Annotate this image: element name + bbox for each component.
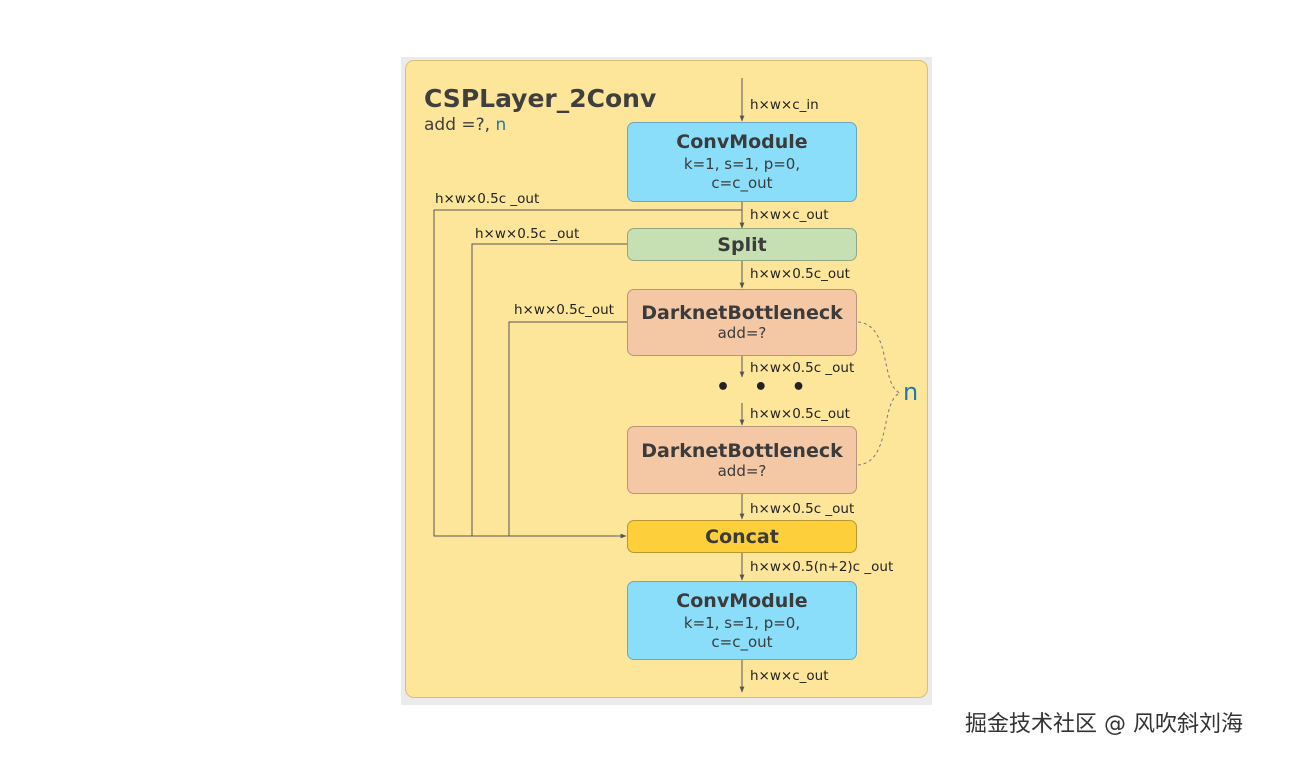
wire-skip-conv	[433, 209, 742, 539]
conv-module-channels: c=c_out	[711, 632, 773, 651]
conv-module-params: k=1, s=1, p=0,	[683, 613, 801, 632]
label-after-conv1: h×w×c_out	[750, 207, 829, 223]
bottleneck-name: DarknetBottleneck	[641, 302, 843, 324]
concat-name: Concat	[705, 525, 779, 548]
subtitle-add: add =?,	[424, 115, 491, 135]
label-output: h×w×c_out	[750, 668, 829, 684]
repeat-count-label: n	[903, 378, 919, 406]
label-skip-conv: h×w×0.5c _out	[435, 191, 540, 207]
diagram-subtitle: add =?, n	[424, 115, 506, 135]
conv-module-channels: c=c_out	[711, 174, 773, 192]
bottleneck-param: add=?	[717, 324, 767, 342]
darknet-bottleneck-block-2: DarknetBottleneck add=?	[627, 426, 857, 494]
bottleneck-param: add=?	[717, 461, 767, 480]
label-after-bottleneck1: h×w×0.5c _out	[750, 360, 855, 376]
wire-skip-bottleneck	[508, 321, 627, 536]
label-after-concat: h×w×0.5(n+2)c _out	[750, 559, 894, 575]
label-input: h×w×c_in	[750, 97, 819, 113]
subtitle-n: n	[495, 115, 507, 135]
label-after-bottleneck2: h×w×0.5c _out	[750, 501, 855, 517]
split-name: Split	[717, 233, 767, 256]
darknet-bottleneck-block-1: DarknetBottleneck add=?	[627, 289, 857, 356]
repeat-ellipsis: • • •	[716, 375, 814, 400]
bottleneck-name: DarknetBottleneck	[641, 439, 843, 462]
label-after-split: h×w×0.5c_out	[750, 266, 850, 282]
watermark: 掘金技术社区 @ 风吹斜刘海	[965, 712, 1243, 737]
wire-skip-split	[471, 243, 627, 536]
split-block: Split	[627, 228, 857, 261]
concat-block: Concat	[627, 520, 857, 553]
conv-module-block-1: ConvModule k=1, s=1, p=0, c=c_out	[627, 122, 857, 202]
diagram-title: CSPLayer_2Conv	[424, 84, 657, 113]
conv-module-name: ConvModule	[676, 131, 808, 153]
label-skip-split: h×w×0.5c _out	[475, 226, 580, 242]
label-skip-bottleneck: h×w×0.5c_out	[514, 302, 614, 318]
conv-module-block-2: ConvModule k=1, s=1, p=0, c=c_out	[627, 581, 857, 660]
conv-module-name: ConvModule	[676, 589, 808, 612]
repeat-brace	[857, 321, 902, 466]
label-before-bottleneck2: h×w×0.5c_out	[750, 406, 850, 422]
conv-module-params: k=1, s=1, p=0,	[683, 155, 801, 173]
